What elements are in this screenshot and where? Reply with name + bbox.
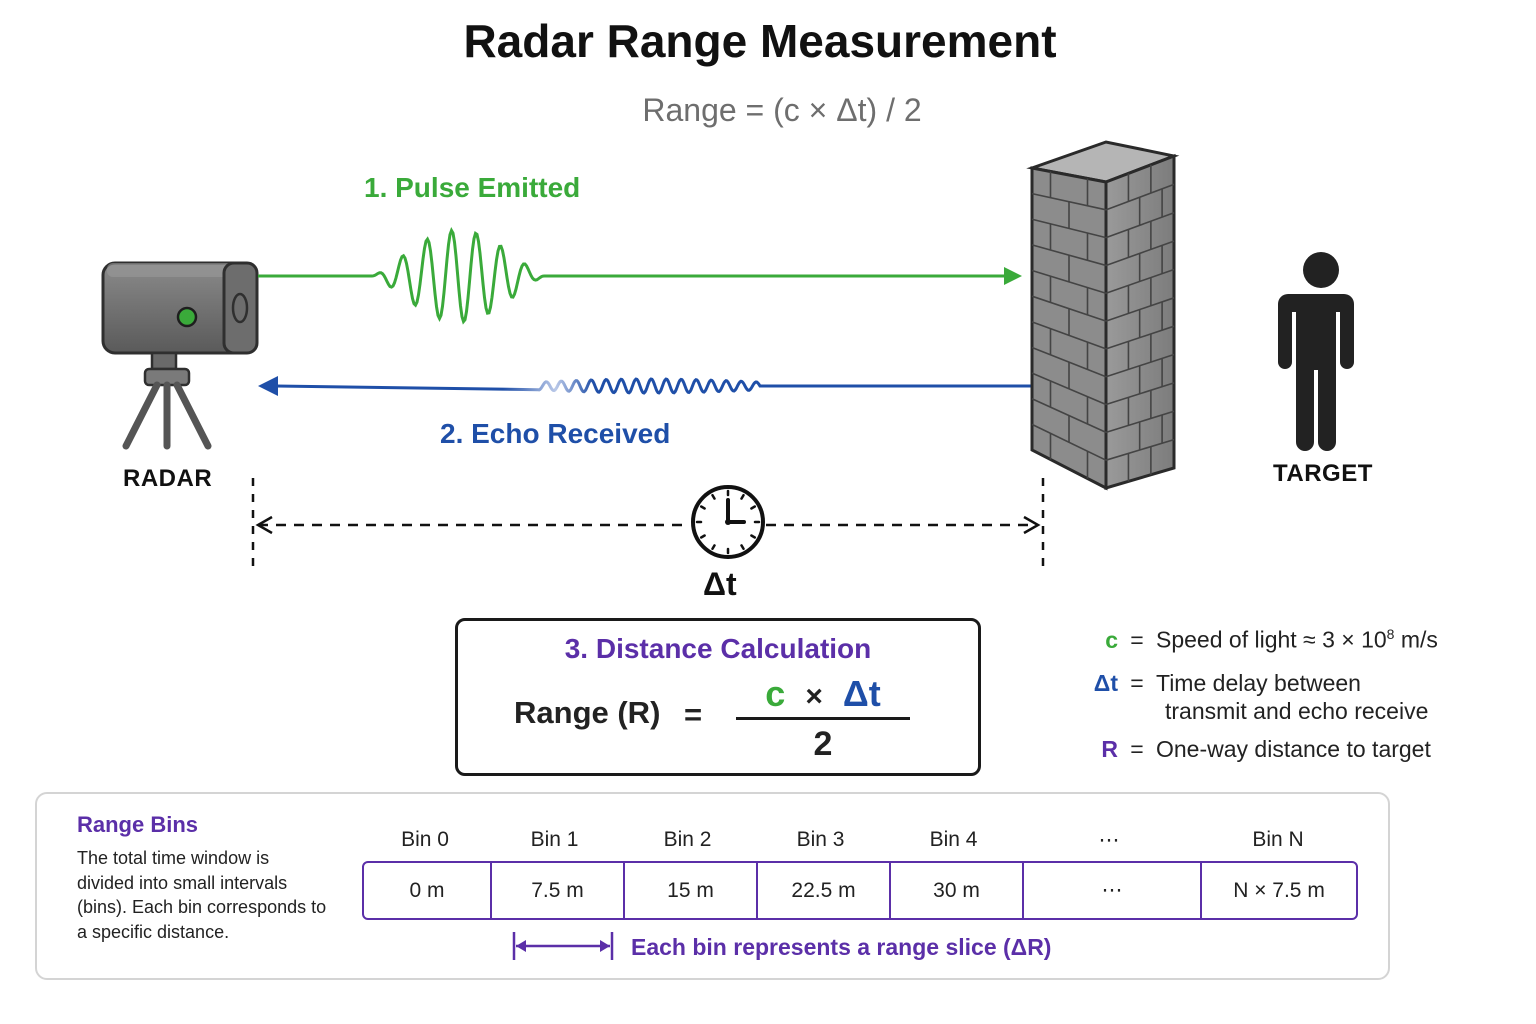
bin-header: Bin 1	[530, 828, 579, 851]
brick-wall-icon	[1026, 140, 1180, 491]
legend-c-equals: =	[1130, 626, 1144, 653]
distance-calculation-box: 3. Distance Calculation Range (R) = c × …	[455, 618, 981, 776]
legend-delta-t-text: Time delay between	[1156, 670, 1361, 696]
bin-header: Bin 0	[401, 828, 449, 851]
range-bins-title: Range Bins	[77, 812, 199, 837]
legend-r-equals: =	[1130, 736, 1144, 762]
bin-header: Bin 3	[796, 828, 845, 851]
radar-device-icon	[101, 261, 259, 450]
range-slice-note: Each bin represents a range slice (ΔR)	[631, 934, 1052, 960]
bin-header: Bin 2	[663, 828, 712, 851]
numerator-times: ×	[805, 680, 823, 713]
pulse-emitted-label: 1. Pulse Emitted	[364, 172, 581, 203]
legend-c-text: Speed of light ≈ 3 × 10	[1156, 626, 1387, 653]
time-delay-dimension	[251, 478, 1045, 573]
person-icon	[1278, 252, 1354, 451]
target-label: TARGET	[1273, 460, 1373, 487]
range-r-label: Range (R)	[514, 695, 661, 730]
range-bins-row: 0 m 7.5 m 15 m 22.5 m 30 m ⋯ N × 7.5 m	[362, 861, 1358, 920]
numerator-delta-t: Δt	[842, 673, 881, 714]
delta-t-label: Δt	[703, 566, 737, 602]
pulse-wave	[258, 226, 1022, 325]
legend-delta-t-text-line2: transmit and echo receive	[1165, 698, 1429, 724]
bin-header: ⋯	[1098, 829, 1120, 852]
legend-c-symbol: c	[1105, 626, 1118, 653]
legend-c-unit: m/s	[1394, 626, 1438, 653]
bin-cell: ⋯	[1024, 863, 1202, 918]
range-bins-description: The total time window is divided into sm…	[77, 848, 327, 942]
numerator-c: c	[765, 673, 786, 714]
echo-received-label: 2. Echo Received	[440, 418, 671, 449]
bin-cell: 7.5 m	[492, 863, 625, 918]
distance-calculation-title: 3. Distance Calculation	[564, 633, 872, 664]
bin-cell: 15 m	[625, 863, 758, 918]
bin-width-arrow	[512, 932, 614, 960]
legend-delta-t: Δt = Time delay between	[1086, 670, 1361, 697]
fraction-bar	[736, 717, 910, 720]
fraction-numerator: c × Δt	[736, 673, 910, 715]
legend-c: c = Speed of light ≈ 3 × 108 m/s	[1086, 626, 1438, 654]
tripod-icon	[122, 381, 212, 450]
bin-cell: 0 m	[364, 863, 492, 918]
legend-delta-t-equals: =	[1130, 670, 1144, 696]
bin-header: Bin 4	[929, 828, 978, 851]
legend-r-symbol: R	[1101, 736, 1118, 762]
bin-cell: N × 7.5 m	[1233, 878, 1325, 902]
bin-header: Bin N	[1252, 828, 1304, 851]
range-formula: Range = (c × Δt) / 2	[642, 92, 922, 128]
legend-c-exponent: 8	[1386, 626, 1395, 642]
range-bins-panel: Range Bins The total time window is divi…	[35, 792, 1390, 980]
legend-r: R = One-way distance to target	[1086, 736, 1431, 763]
bin-cell: 22.5 m	[758, 863, 891, 918]
echo-wave	[258, 376, 1032, 396]
clock-icon	[691, 485, 765, 559]
legend-delta-t-symbol: Δt	[1093, 670, 1118, 696]
radar-label: RADAR	[123, 465, 213, 492]
bin-cell: 30 m	[891, 863, 1024, 918]
legend-r-text: One-way distance to target	[1156, 736, 1431, 762]
equals-sign: =	[684, 697, 703, 732]
page-title: Radar Range Measurement	[463, 15, 1057, 67]
fraction-denominator: 2	[813, 725, 833, 763]
